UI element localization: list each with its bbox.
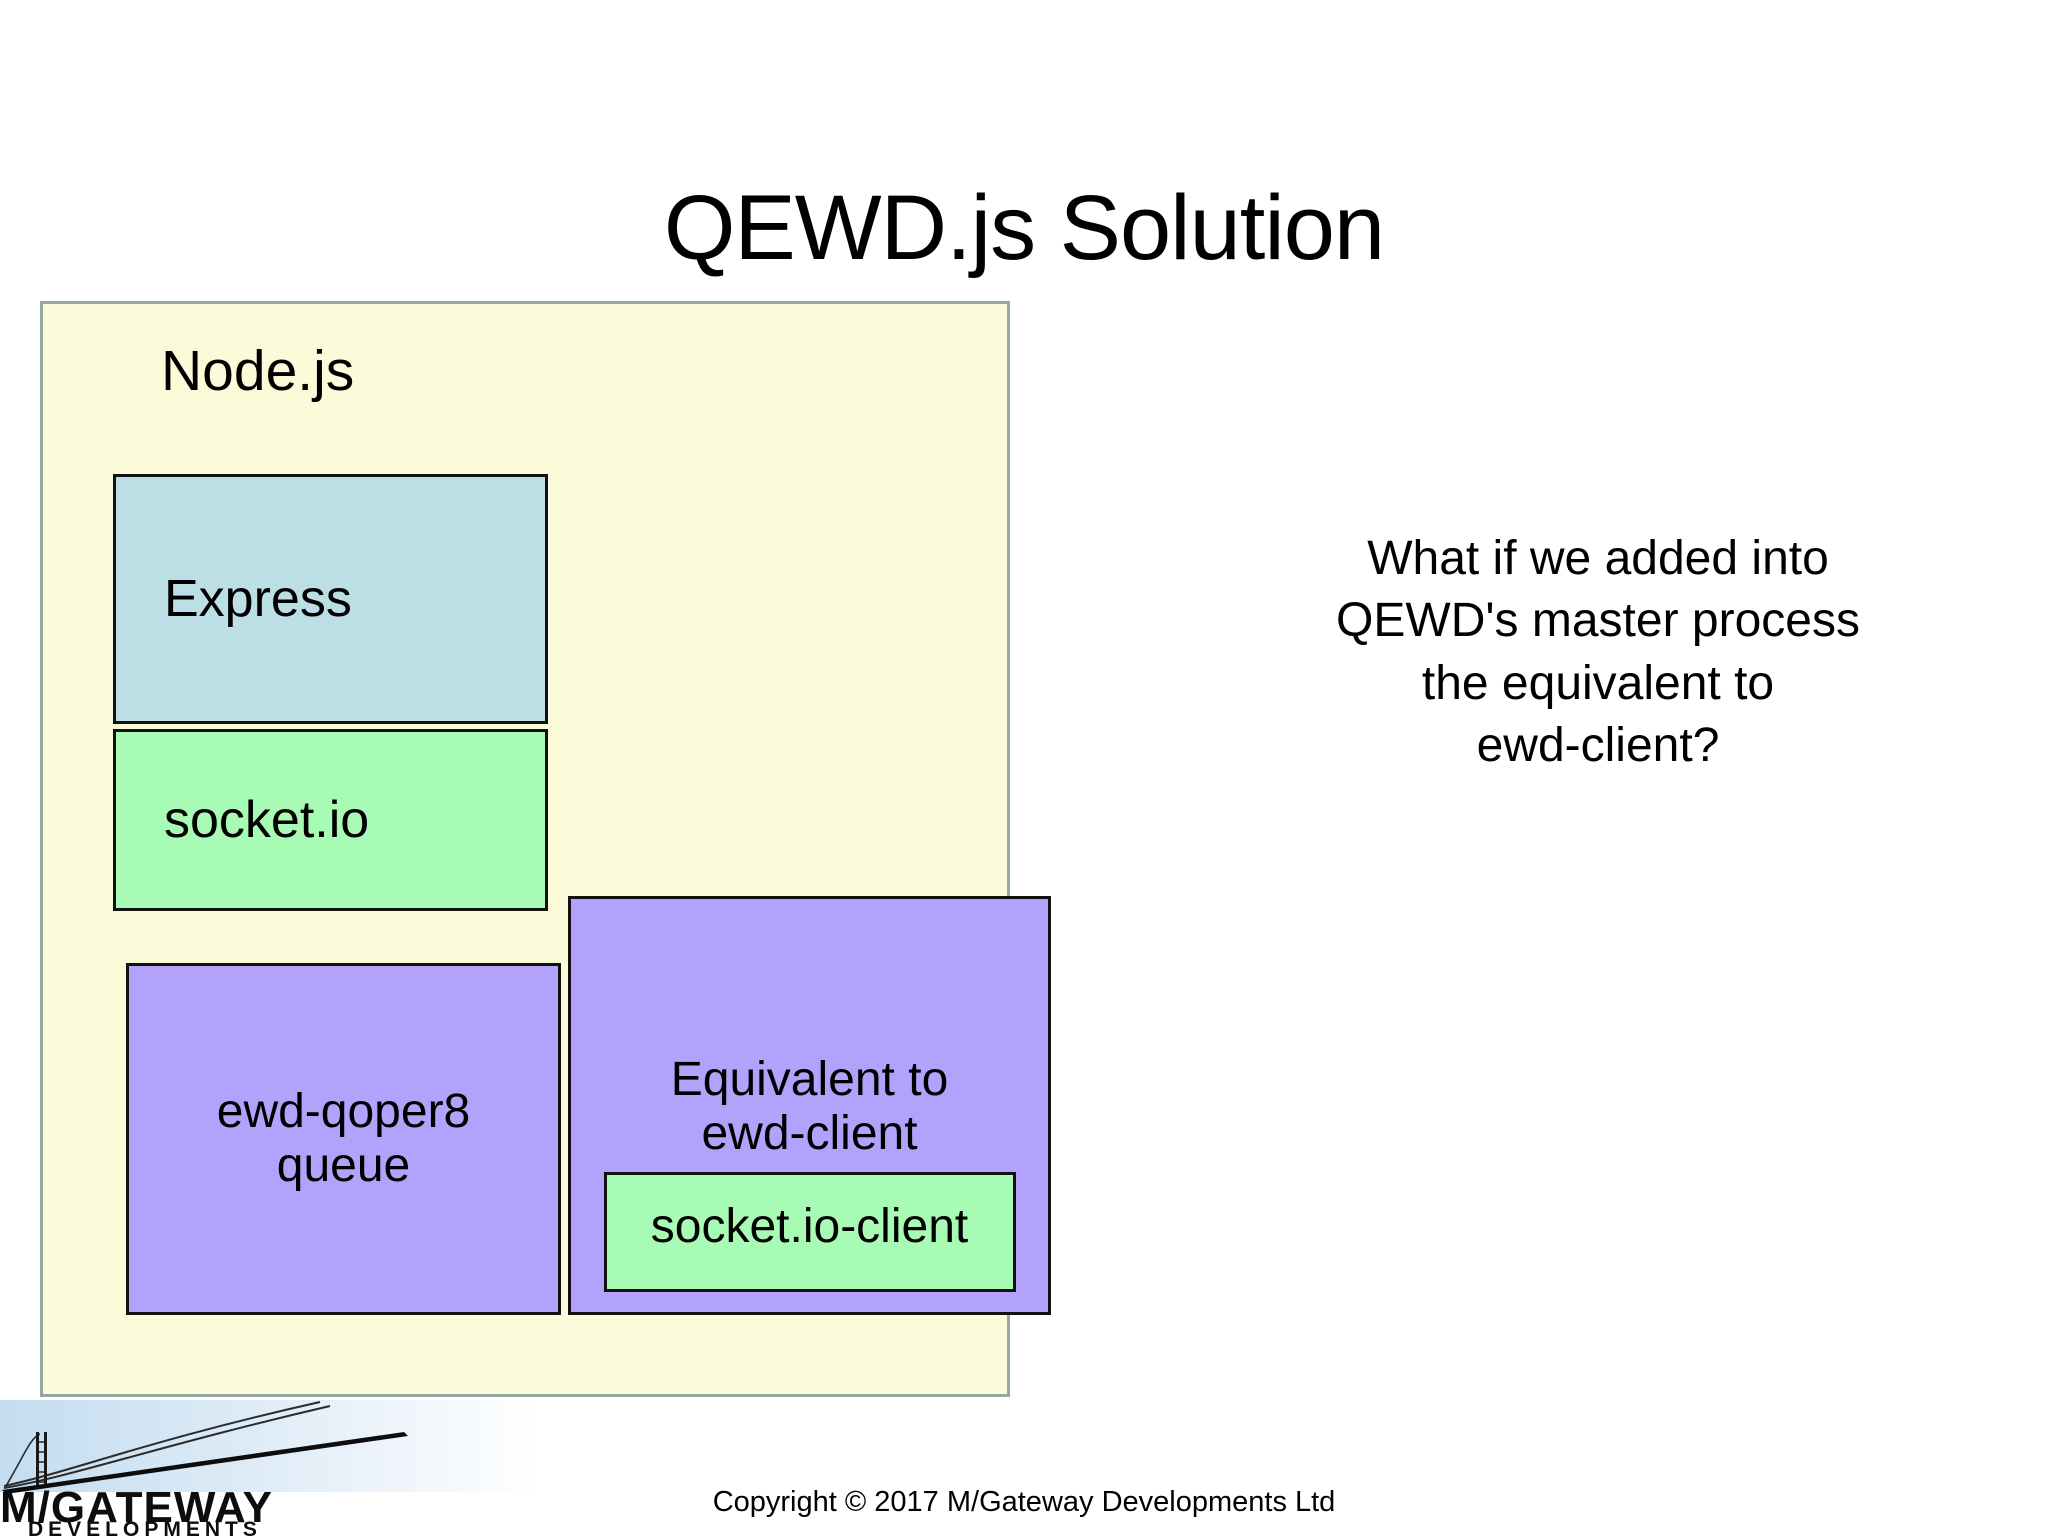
nodejs-container: Node.js Express socket.io ewd-qoper8 que…	[40, 301, 1051, 1397]
box-socketio-client-label: socket.io-client	[650, 1199, 969, 1253]
svg-text:M/GATEWAY: M/GATEWAY	[0, 1483, 273, 1532]
copyright-text: Copyright © 2017 M/Gateway Developments …	[712, 1486, 1336, 1518]
box-socketio-client: socket.io-client	[603, 1172, 1016, 1292]
svg-text:DEVELOPMENTS: DEVELOPMENTS	[28, 1518, 262, 1536]
box-equivalent-to-ewd-client: Equivalent to ewd-client socket.io-clien…	[568, 896, 1051, 1315]
box-ewd-qoper8-queue-label: ewd-qoper8 queue	[216, 1085, 471, 1192]
page-title: QEWD.js Solution	[663, 176, 1385, 279]
side-note-text: What if we added into QEWD's master proc…	[1336, 532, 1860, 773]
box-equivalent-to-ewd-client-label: Equivalent to ewd-client	[670, 1052, 949, 1161]
box-express: Express	[113, 474, 548, 724]
box-ewd-qoper8-queue: ewd-qoper8 queue	[126, 963, 561, 1315]
box-socketio: socket.io	[113, 729, 548, 911]
box-socketio-label: socket.io	[164, 790, 370, 849]
mgateway-logo-graphic: M/GATEWAY DEVELOPMENTS	[0, 1400, 540, 1536]
nodejs-label: Node.js	[161, 339, 355, 403]
box-express-label: Express	[164, 569, 352, 628]
mgateway-logo: M/GATEWAY DEVELOPMENTS	[0, 1400, 540, 1536]
